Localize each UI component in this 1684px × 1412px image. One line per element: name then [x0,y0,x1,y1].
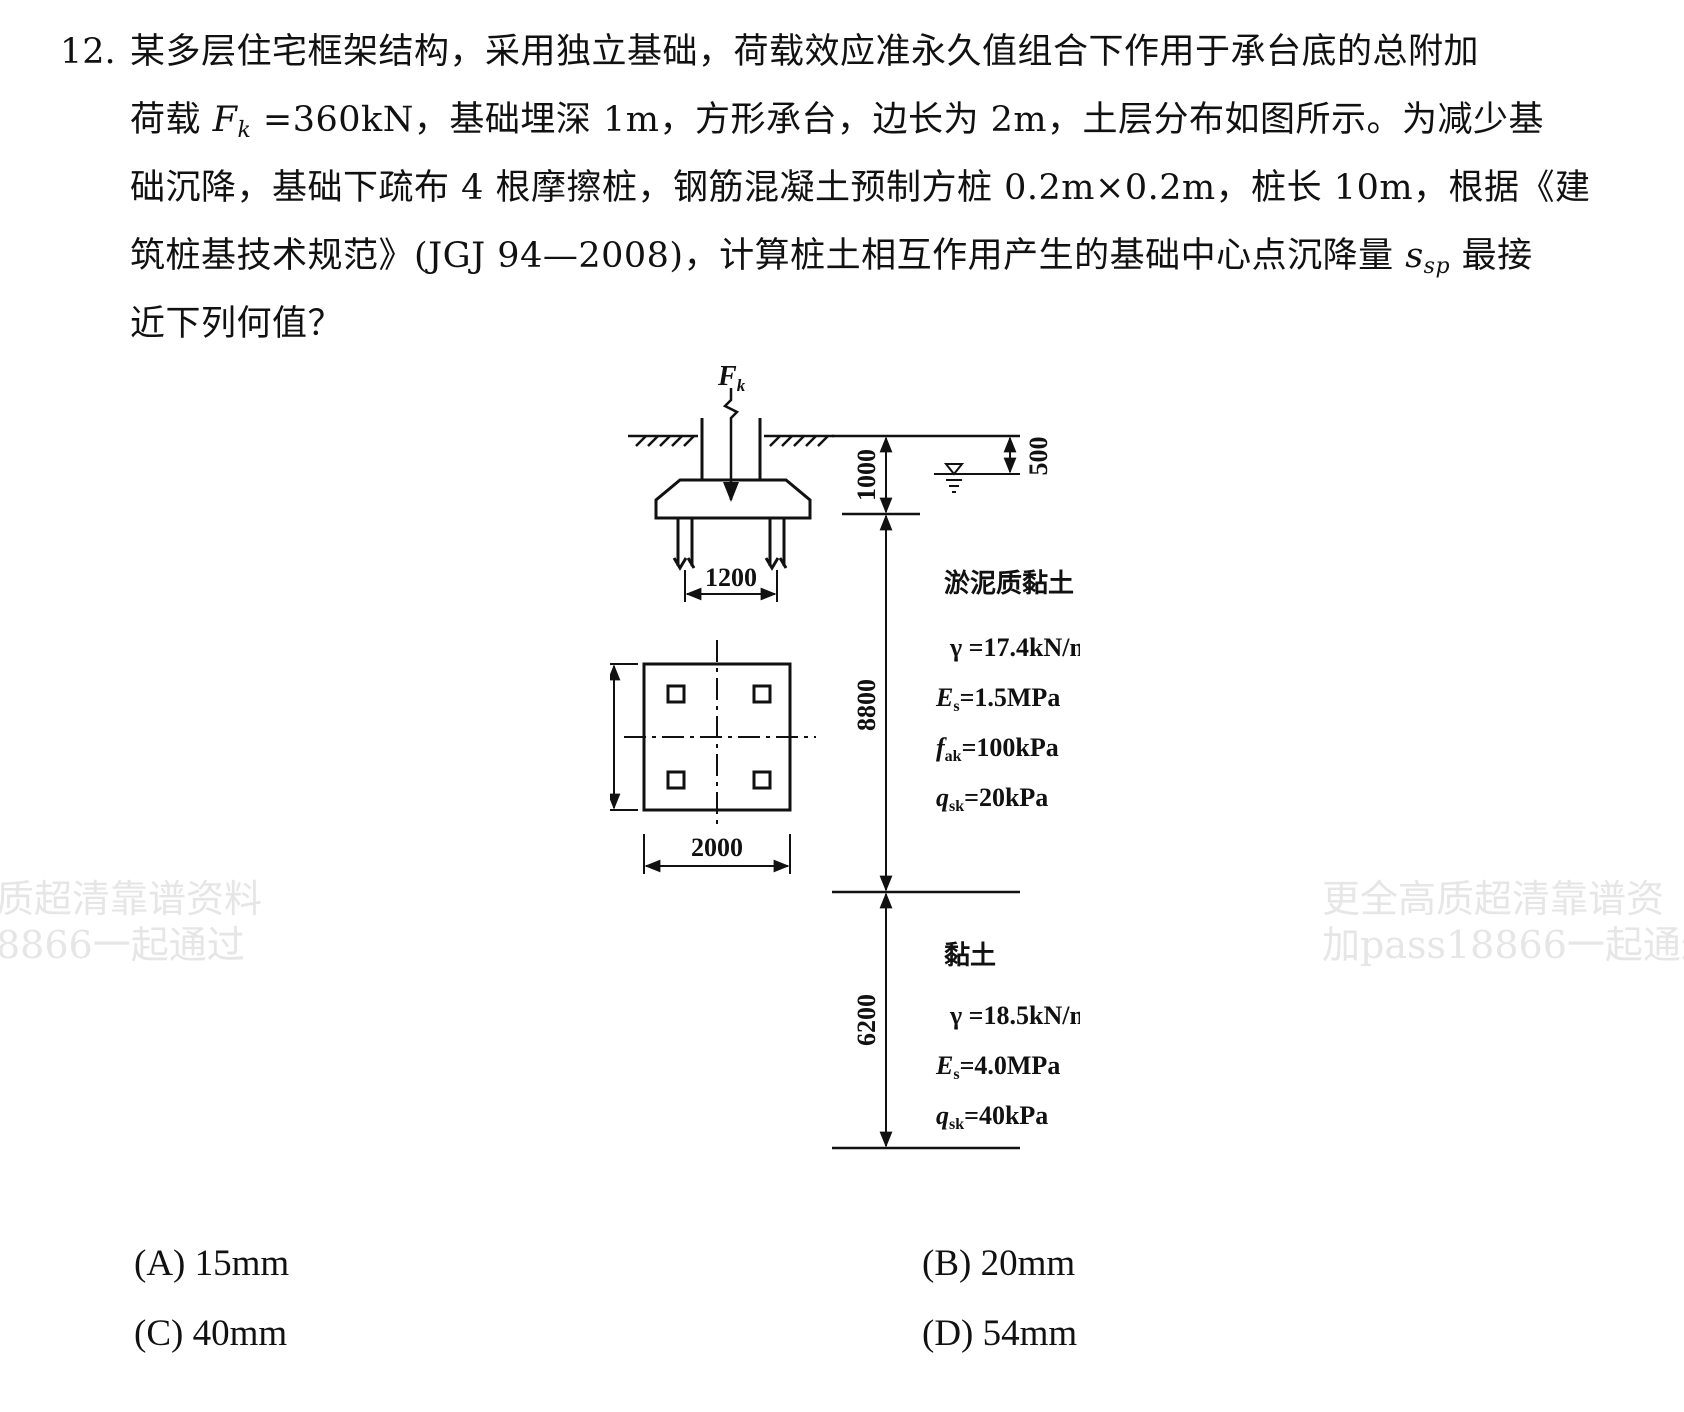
watermark-left-line2: 8866一起通过 [0,923,245,967]
layer1-fak: fak=100kPa [936,733,1059,765]
question-line-5: 近下列何值？ [60,290,1660,358]
dim-plan-width-label: 2000 [691,833,743,862]
dim-pile-spacing [684,570,778,602]
question-line-4: 筑桩基技术规范》(JGJ 94—2008)，计算桩土相互作用产生的基础中心点沉降… [60,222,1660,290]
question-text-1: 某多层住宅框架结构，采用独立基础，荷载效应准永久值组合下作用于承台底的总附加 [130,32,1480,72]
layer1-properties: 淤泥质黏土 γ =17.4kN/m³ Es=1.5MPa fak=100kPa … [935,569,1080,815]
dim-plan-width [643,834,791,874]
dim-layer1-label: 8800 [852,679,881,731]
layer1-name: 淤泥质黏土 [944,569,1074,598]
water-table-icon [934,463,1020,493]
cap-plan [624,640,816,826]
load-symbol-sub: k [237,118,252,143]
dim-pile-spacing-label: 1200 [705,563,757,592]
layer2-properties: 黏土 γ =18.5kN/m³ Es=4.0MPa qsk=40kPa [935,941,1080,1133]
option-d[interactable]: (D) 54mm [922,1313,1078,1354]
dim-depth-label: 1000 [852,449,881,501]
watermark-right: 更全高质超清靠谱资 加pass18866一起通过 [1322,876,1684,968]
settlement-symbol: s [1405,236,1424,276]
question-block: 12. 某多层住宅框架结构，采用独立基础，荷载效应准永久值组合下作用于承台底的总… [60,18,1660,358]
load-label: Fk [717,361,746,395]
pile-cap [654,478,812,520]
layer-boundaries [832,434,1020,1150]
dim-plan-height-label: 2000 [610,711,611,763]
layer2-gamma: γ =18.5kN/m³ [949,1001,1080,1030]
dim-water-label: 500 [1024,437,1053,476]
layer2-name: 黏土 [944,941,996,970]
pile-plan-4 [752,770,772,790]
question-number: 12. [60,32,116,72]
watermark-right-line2: 加pass18866一起通过 [1322,923,1684,967]
question-text-4-post: 最接 [1450,236,1533,276]
pile-plan-2 [752,684,772,704]
layer2-qsk: qsk=40kPa [936,1101,1048,1133]
layer1-es: Es=1.5MPa [935,683,1060,715]
ground-surface [628,434,834,447]
pile-plan-3 [666,770,686,790]
load-symbol: F [212,100,238,140]
pile-plan-1 [666,684,686,704]
watermark-right-line1: 更全高质超清靠谱资 [1322,877,1665,921]
option-c[interactable]: (C) 40mm [134,1313,288,1354]
question-line-2: 荷载 Fk =360kN，基础埋深 1m，方形承台，边长为 2m，土层分布如图所… [60,86,1660,154]
question-text-2-pre: 荷载 [130,100,213,140]
watermark-left-line1: 质超清靠谱资料 [0,877,263,921]
layer1-qsk: qsk=20kPa [936,783,1048,815]
option-a[interactable]: (A) 15mm [134,1243,290,1284]
load-arrow [722,388,740,502]
watermark-left: 质超清靠谱资料 8866一起通过 [0,876,262,968]
question-text-4-pre: 筑桩基技术规范》(JGJ 94—2008)，计算桩土相互作用产生的基础中心点沉降… [130,236,1406,276]
layer2-es: Es=4.0MPa [935,1051,1060,1083]
question-text-5: 近下列何值？ [130,304,344,344]
dim-layer2-label: 6200 [852,994,881,1046]
question-text-3: 础沉降，基础下疏布 4 根摩擦桩，钢筋混凝土预制方桩 0.2m×0.2m，桩长 … [130,168,1591,208]
layer1-gamma: γ =17.4kN/m³ [949,633,1080,662]
piles-elevation [672,518,788,571]
question-text-2-post: =360kN，基础埋深 1m，方形承台，边长为 2m，土层分布如图所示。为减少基 [251,100,1545,140]
question-text-2: 荷载 Fk =360kN，基础埋深 1m，方形承台，边长为 2m，土层分布如图所… [130,86,1544,165]
dim-plan-height [610,663,638,811]
settlement-symbol-sub: sp [1423,254,1451,279]
column [700,418,762,480]
question-line-1: 12. 某多层住宅框架结构，采用独立基础，荷载效应准永久值组合下作用于承台底的总… [60,18,1660,86]
question-text-4: 筑桩基技术规范》(JGJ 94—2008)，计算桩土相互作用产生的基础中心点沉降… [130,222,1533,301]
foundation-figure: Fk 1200 2000 2000 [610,361,1080,1150]
question-line-3: 础沉降，基础下疏布 4 根摩擦桩，钢筋混凝土预制方桩 0.2m×0.2m，桩长 … [60,154,1660,222]
option-b[interactable]: (B) 20mm [922,1243,1076,1284]
